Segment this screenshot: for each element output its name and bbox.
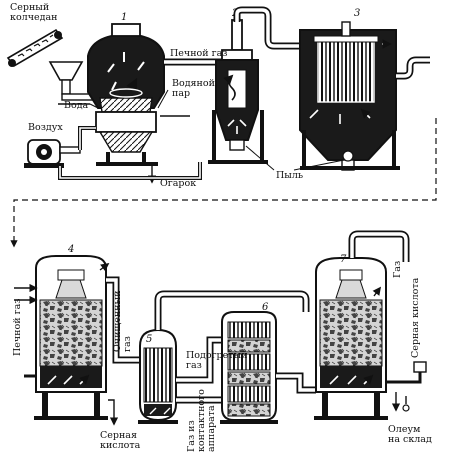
label-gas-vertical: Газ [392, 261, 403, 278]
label-sulfuric-acid-vertical: Серная кислота [410, 277, 421, 358]
unit-number-3: 3 [354, 8, 360, 19]
label-water: Вода [64, 100, 89, 111]
drying-tower-4 [34, 255, 110, 420]
heat-exchanger-5 [138, 328, 178, 424]
contact-apparatus-6 [220, 311, 278, 424]
label-cinder: Огарок [160, 178, 196, 189]
absorber-tower-7 [314, 257, 388, 420]
motor-icon [24, 139, 81, 168]
unit-number-5: 5 [146, 334, 152, 345]
furnace-unit-1 [87, 23, 165, 166]
cyclone-unit-2 [208, 19, 268, 164]
label-dust: Пыль [276, 170, 303, 181]
unit-number-1: 1 [121, 12, 127, 23]
conveyor-icon [6, 28, 64, 68]
air-pipe [78, 126, 96, 150]
label-air: Воздух [28, 122, 63, 133]
electrofilter-unit-3 [299, 21, 400, 171]
label-furnace-gas-vertical: Печной газ [12, 299, 23, 356]
label-furnace-gas: Печной газ [170, 48, 227, 59]
unit-number-6: 6 [262, 302, 269, 313]
dust-leader [245, 145, 345, 171]
unit-number-7: 7 [340, 254, 347, 265]
unit-number-4: 4 [67, 244, 74, 255]
label-gas-from-contact: Газ изконтактногоаппарата [186, 389, 217, 452]
label-purified-gas: Очищенныйгаз [112, 291, 133, 352]
dashed-connector [10, 118, 437, 248]
feed-hopper [48, 61, 97, 101]
